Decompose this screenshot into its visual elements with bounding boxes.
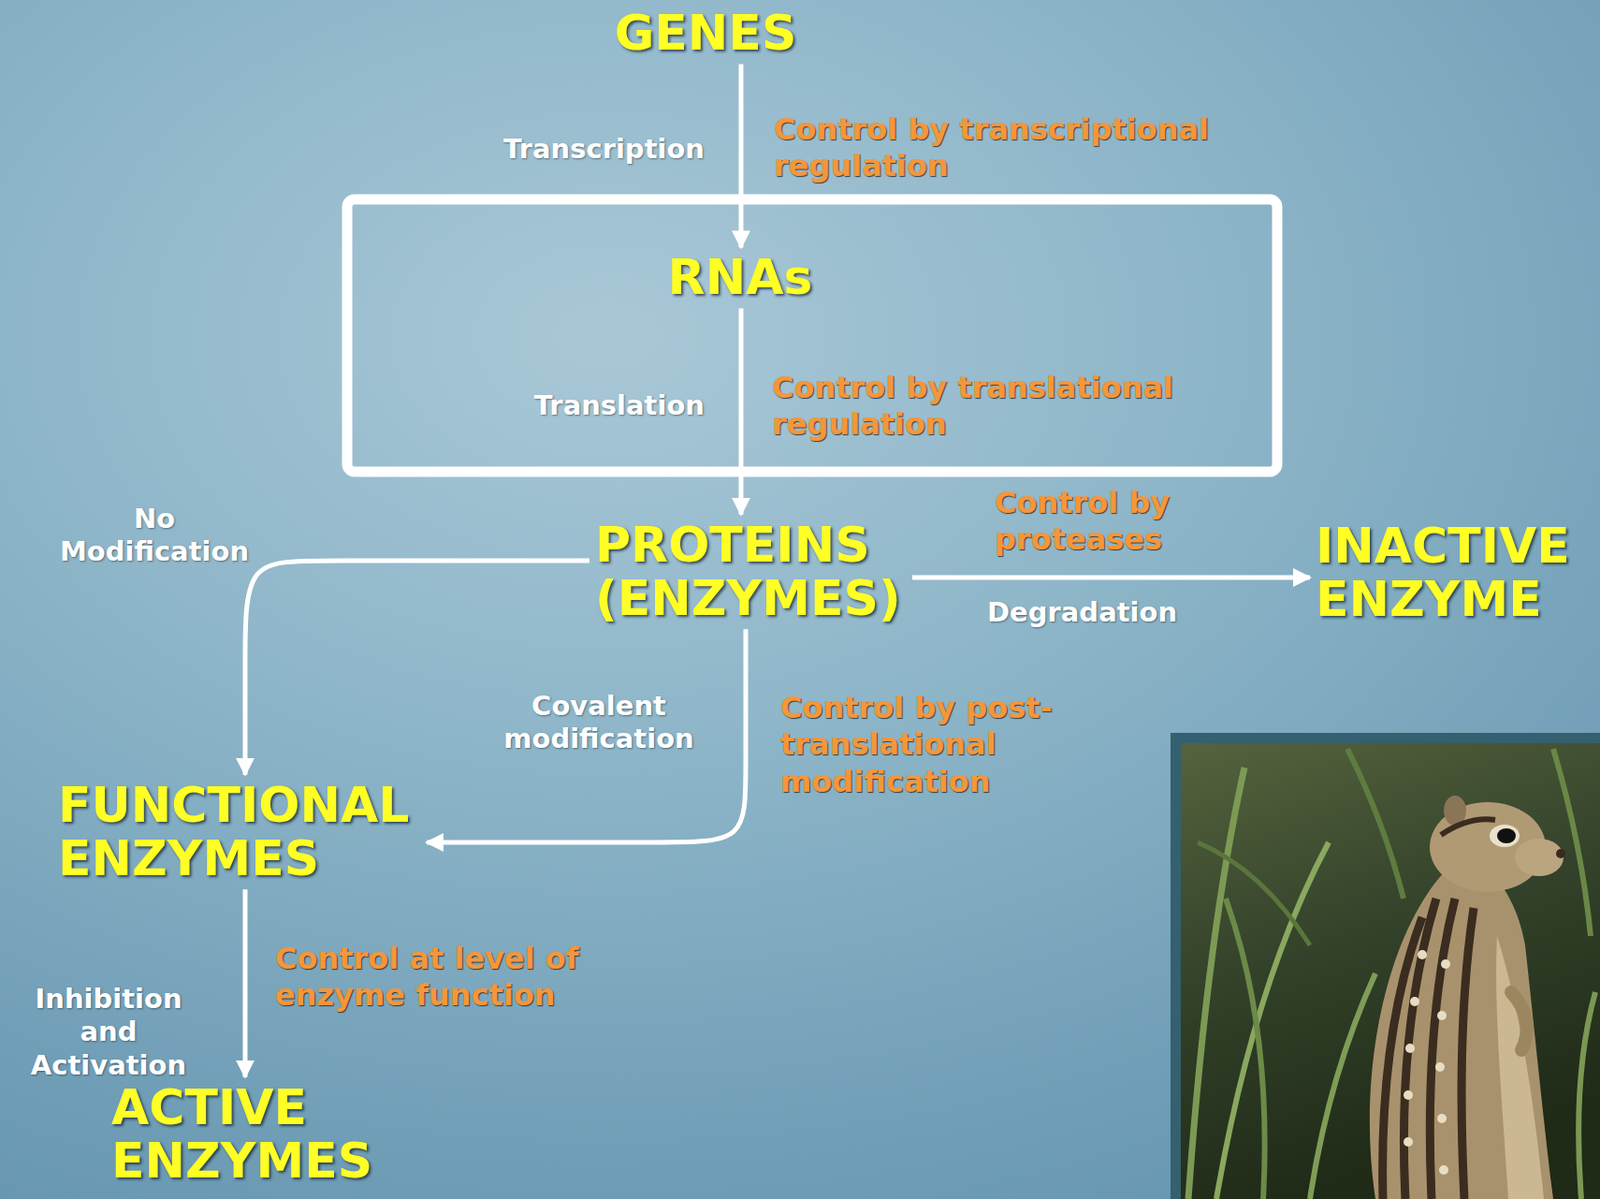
squirrel-eye (1497, 828, 1516, 844)
process-label: Degradation (985, 596, 1179, 629)
enzyme-stage-node: ACTIVE ENZYMES (105, 1076, 387, 1192)
grass-blade (1347, 748, 1404, 899)
enzyme-stage-node: INACTIVE ENZYME (1309, 515, 1586, 630)
squirrel-spot (1437, 1113, 1447, 1123)
control-note: Control by translational regulation (770, 369, 1238, 443)
stage-heading: FUNCTIONAL ENZYMES (58, 778, 422, 886)
flow-arrow (739, 64, 744, 248)
squirrel-eye-ring (1489, 824, 1520, 847)
squirrel-photo (1180, 742, 1600, 1199)
grass-blade (1188, 767, 1245, 1199)
grass-blade (1197, 842, 1310, 946)
squirrel-spot (1405, 1043, 1415, 1053)
squirrel-spot (1437, 1010, 1447, 1020)
flow-arrow (739, 308, 744, 515)
process-label: Inhibition and Activation (19, 982, 198, 1082)
grass-blade (1309, 973, 1376, 1199)
control-note: Control at level of enzyme function (273, 940, 639, 1014)
enzyme-stage-node: RNAs (662, 247, 819, 308)
flow-arrow (912, 575, 1310, 581)
stage-heading: INACTIVE ENZYME (1315, 519, 1581, 626)
squirrel-spot (1417, 949, 1427, 960)
squirrel-body (1369, 861, 1554, 1199)
control-note: Control by post-translational modificati… (778, 689, 1097, 800)
squirrel-stripe (1461, 907, 1474, 1199)
grass-blade (1225, 898, 1266, 1199)
control-note: Control by proteases (992, 484, 1208, 558)
photo-ground (1180, 742, 1600, 1199)
stage-heading: PROTEINS (ENZYMES) (595, 518, 907, 626)
control-note: Control by transcriptional regulation (771, 111, 1240, 185)
squirrel-spot (1403, 1136, 1413, 1147)
squirrel-snout (1514, 838, 1564, 876)
squirrel-spot (1440, 959, 1451, 969)
grouping-frame (347, 199, 1278, 472)
squirrel-spot (1435, 1061, 1445, 1072)
grass-blade (1578, 991, 1596, 1199)
flow-arrow (243, 888, 248, 1077)
enzyme-stage-node: PROTEINS (ENZYMES) (589, 514, 913, 629)
squirrel-spot (1410, 996, 1420, 1006)
process-label: Covalent modification (477, 689, 721, 757)
stage-heading: GENES (614, 6, 798, 60)
squirrel-spot (1439, 1164, 1449, 1175)
enzyme-stage-node: FUNCTIONAL ENZYMES (52, 774, 427, 889)
squirrel-stripe (1429, 898, 1455, 1199)
squirrel-stripe (1440, 818, 1496, 835)
stage-heading: ACTIVE ENZYMES (111, 1080, 381, 1188)
process-label: No Modification (56, 502, 253, 569)
enzyme-stage-node: GENES (609, 2, 803, 64)
stage-heading: RNAs (668, 250, 814, 305)
process-label: Translation (532, 389, 707, 422)
squirrel-arm (1511, 991, 1528, 1050)
process-label: Transcription (501, 132, 707, 166)
grass-blade (1553, 748, 1591, 936)
squirrel-spot (1403, 1090, 1413, 1100)
flow-arrow (426, 628, 746, 843)
squirrel-nose (1556, 848, 1566, 859)
squirrel-belly (1496, 935, 1544, 1199)
photo-frame (1170, 732, 1600, 1199)
